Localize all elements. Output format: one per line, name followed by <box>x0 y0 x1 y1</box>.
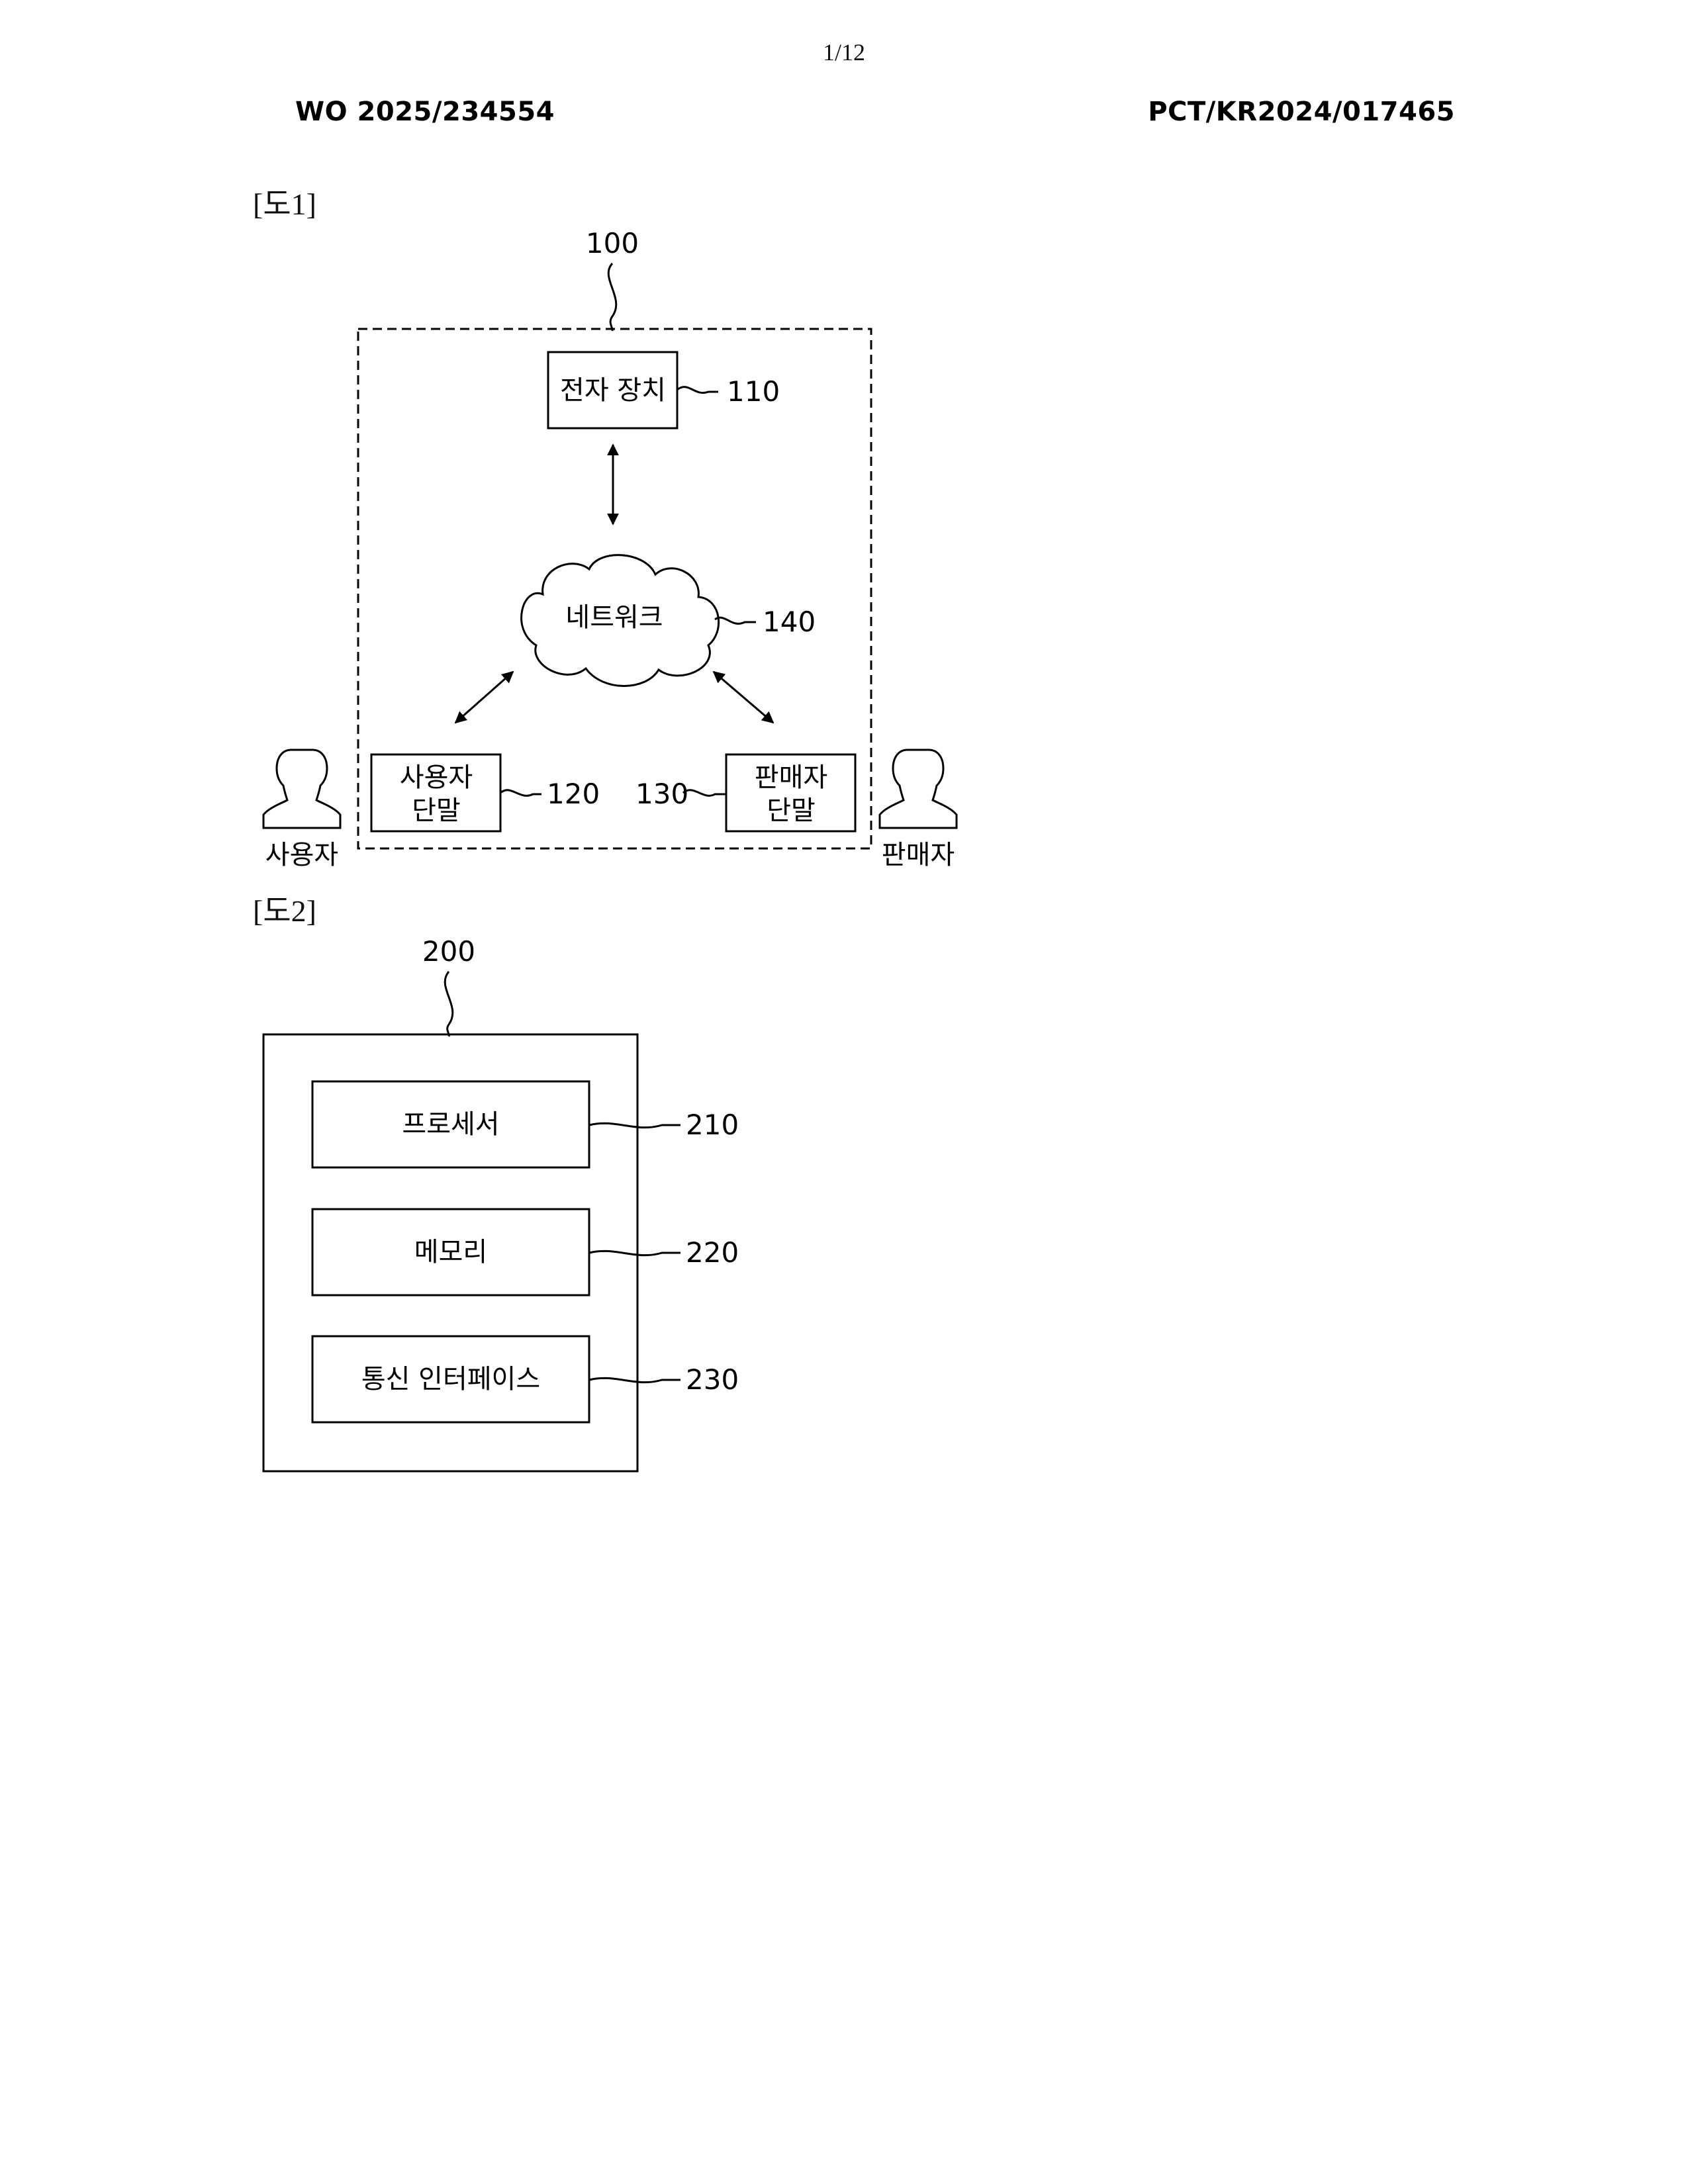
comm-interface-label: 통신 인터페이스 <box>361 1364 540 1394</box>
processor-label: 프로세서 <box>402 1109 499 1140</box>
processor-ref: 210 <box>686 1109 739 1141</box>
figure-1: 100 전자 장치 110 네트워크 140 사용자 단말 120 판매자 단말 <box>263 227 957 870</box>
processor-leader <box>589 1123 680 1127</box>
seller-terminal-label-line1: 판매자 <box>755 762 827 793</box>
system-ref-number: 100 <box>586 227 639 259</box>
seller-terminal-ref: 130 <box>635 778 688 810</box>
user-person: 사용자 <box>263 750 340 870</box>
network-seller-arrow <box>714 672 773 723</box>
seller-terminal-node: 판매자 단말 <box>726 754 855 831</box>
network-node: 네트워크 <box>522 555 719 686</box>
seller-person: 판매자 <box>880 750 957 870</box>
electronic-device-leader <box>677 387 718 393</box>
network-ref: 140 <box>763 606 816 638</box>
user-terminal-ref: 120 <box>547 778 600 810</box>
user-terminal-leader <box>500 790 541 796</box>
memory-label: 메모리 <box>414 1237 487 1267</box>
comm-interface-block: 통신 인터페이스 <box>312 1336 589 1422</box>
user-terminal-label-line2: 단말 <box>412 796 461 826</box>
electronic-device-ref: 110 <box>727 375 780 408</box>
network-label: 네트워크 <box>565 602 663 633</box>
network-user-arrow <box>455 672 513 723</box>
person-icon <box>880 750 957 828</box>
comm-interface-ref: 230 <box>686 1363 739 1396</box>
network-leader <box>715 617 756 623</box>
processor-block: 프로세서 <box>312 1081 589 1167</box>
system-leader-line <box>608 263 616 331</box>
seller-person-label: 판매자 <box>882 840 955 870</box>
device-leader-line <box>445 972 453 1036</box>
seller-terminal-leader <box>683 790 726 796</box>
figure-2: 200 프로세서 210 메모리 220 통신 인터페이스 230 <box>263 935 739 1471</box>
memory-leader <box>589 1251 680 1255</box>
device-ref-number: 200 <box>422 935 475 968</box>
user-terminal-node: 사용자 단말 <box>371 754 500 831</box>
comm-interface-leader <box>589 1378 680 1382</box>
user-person-label: 사용자 <box>265 840 338 870</box>
memory-block: 메모리 <box>312 1209 589 1295</box>
user-terminal-label-line1: 사용자 <box>400 762 473 793</box>
electronic-device-label: 전자 장치 <box>560 375 666 406</box>
person-icon <box>263 750 340 828</box>
seller-terminal-label-line2: 단말 <box>767 796 816 826</box>
electronic-device-node: 전자 장치 <box>548 352 677 428</box>
memory-ref: 220 <box>686 1236 739 1269</box>
